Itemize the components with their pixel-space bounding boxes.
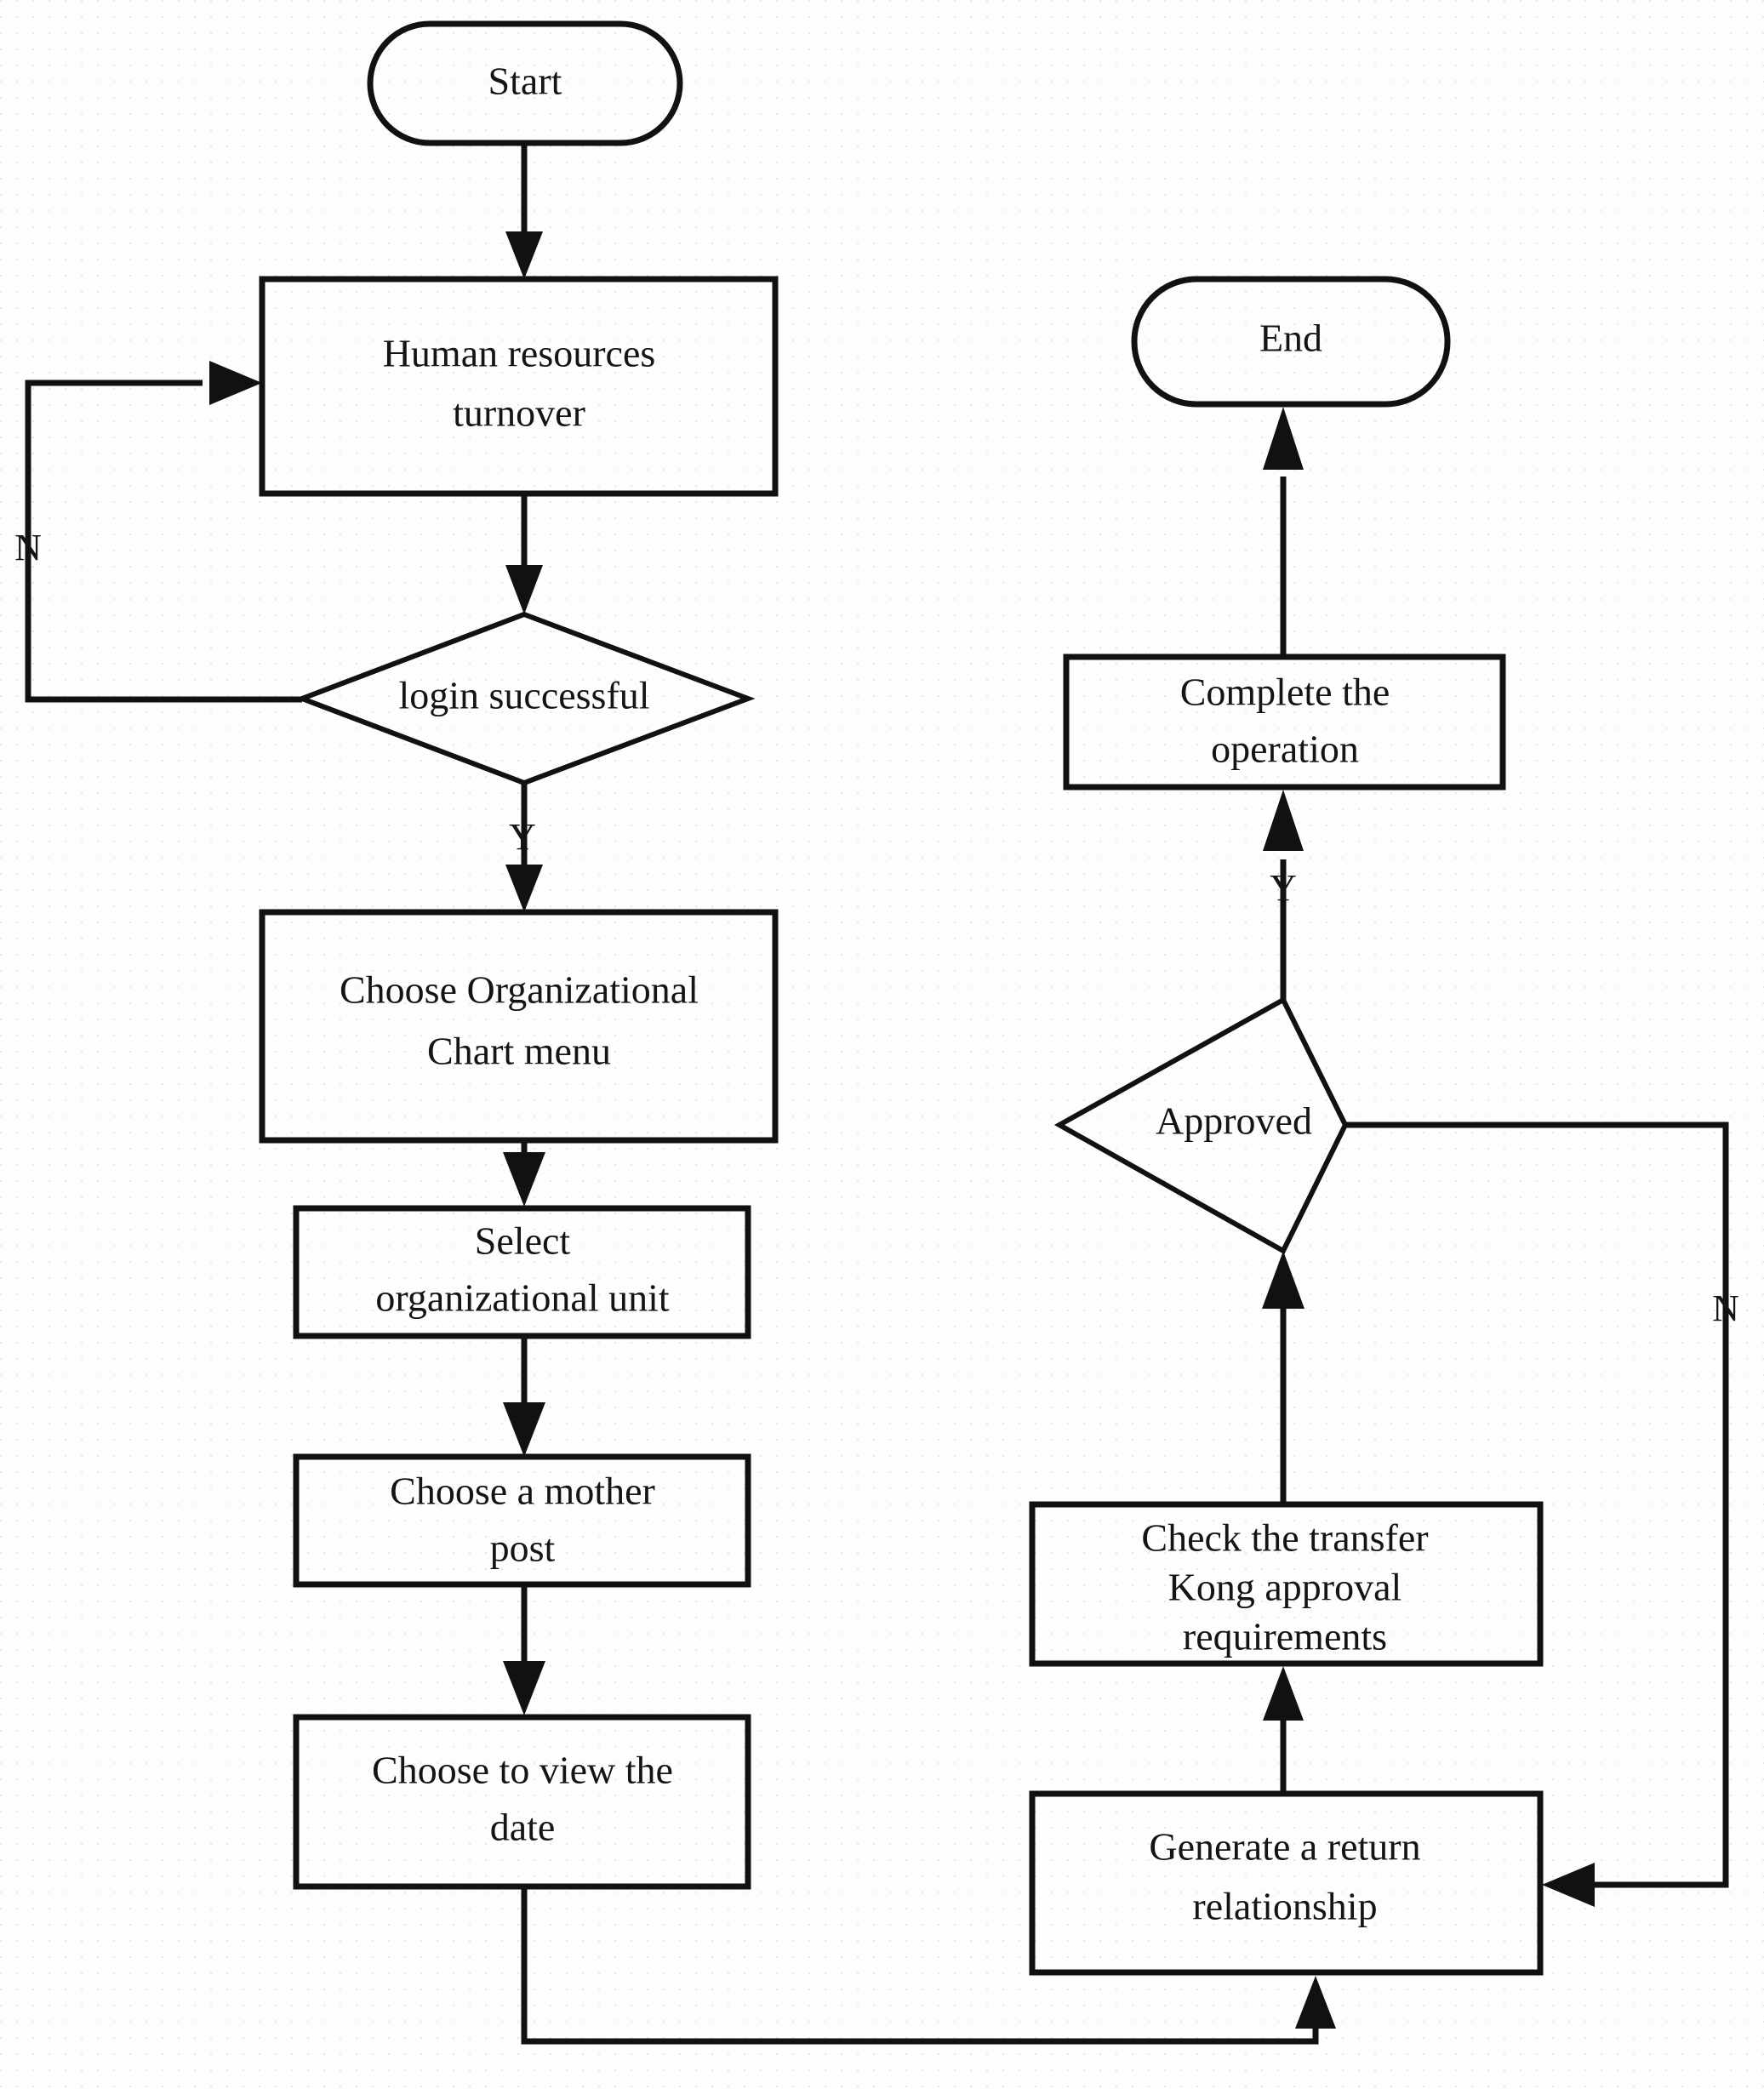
hr-turnover-label-line1: Human resources [383,332,656,375]
choose-view-date-label-line1: Choose to view the [372,1749,673,1792]
check-transfer-requirements-shape [1029,1501,1544,1667]
start-label: Start [488,60,562,103]
check-transfer-requirements-label-line2: Kong approval [1168,1566,1402,1609]
edge-label-login-no: N [14,527,42,568]
node-hr-turnover[interactable]: Human resources turnover [259,276,779,497]
approved-label: Approved [1156,1099,1312,1143]
choose-mother-post-label-line2: post [490,1527,556,1570]
hr-turnover-shape [259,276,779,497]
edge-generate-return-to-check-transfer [1263,1666,1304,1791]
choose-org-chart-menu-label-line1: Choose Organizational [340,968,699,1012]
edge-label-login-yes: Y [509,816,536,858]
node-choose-org-chart-menu[interactable]: Choose Organizational Chart menu [259,909,779,1144]
end-shape [1131,276,1451,408]
node-end[interactable]: End [1131,276,1451,408]
login-successful-label: login successful [398,674,649,717]
node-approved[interactable]: Approved [1053,996,1349,1255]
select-org-unit-label-line1: Select [475,1219,571,1263]
choose-org-chart-menu-shape [259,909,779,1144]
start-shape [367,20,683,146]
choose-org-chart-menu-label-line2: Chart menu [427,1030,611,1073]
edge-label-approved-yes: Y [1270,867,1297,909]
edge-mother-post-to-view-date [503,1583,545,1715]
choose-view-date-label-line2: date [490,1806,556,1849]
select-org-unit-label-line2: organizational unit [375,1276,670,1320]
edge-complete-operation-to-end [1263,407,1304,655]
node-generate-return-relationship[interactable]: Generate a return relationship [1029,1790,1544,1976]
select-org-unit-shape [293,1205,751,1339]
node-choose-mother-post[interactable]: Choose a mother post [293,1453,751,1588]
generate-return-relationship-shape [1029,1790,1544,1976]
edge-choose-org-chart-to-select-unit [503,1140,545,1207]
complete-operation-label-line1: Complete the [1180,671,1390,714]
login-successful-shape [294,611,756,786]
edge-check-transfer-to-approved [1262,1251,1304,1502]
choose-mother-post-shape [293,1453,751,1588]
edge-label-approved-no: N [1712,1287,1739,1329]
edge-approved-yes-to-complete-operation [1263,790,1304,1000]
generate-return-relationship-label-line2: relationship [1192,1885,1377,1928]
choose-view-date-shape [293,1714,751,1890]
end-label: End [1259,317,1322,360]
node-start[interactable]: Start [367,20,683,146]
node-login-successful[interactable]: login successful [294,611,756,786]
edge-approved-no-to-generate-return [1344,1122,1729,1907]
generate-return-relationship-label-line1: Generate a return [1149,1825,1420,1869]
check-transfer-requirements-label-line3: requirements [1183,1615,1387,1658]
edge-hr-turnover-to-login [505,494,543,614]
check-transfer-requirements-label-line1: Check the transfer [1141,1516,1428,1560]
node-choose-view-date[interactable]: Choose to view the date [293,1714,751,1890]
complete-operation-label-line2: operation [1211,728,1359,771]
edge-login-yes-to-choose-org-chart [505,783,543,912]
edge-view-date-to-generate-return [521,1885,1336,2045]
complete-operation-shape [1063,654,1506,791]
choose-mother-post-label-line1: Choose a mother [390,1470,655,1513]
node-select-org-unit[interactable]: Select organizational unit [293,1205,751,1339]
edge-select-unit-to-mother-post [503,1336,545,1457]
node-check-transfer-requirements[interactable]: Check the transfer Kong approval require… [1029,1501,1544,1667]
hr-turnover-label-line2: turnover [453,391,585,435]
edge-login-no-to-hr-turnover [25,361,302,703]
edge-start-to-hr-turnover [505,140,543,279]
node-complete-operation[interactable]: Complete the operation [1063,654,1506,791]
approved-shape [1053,996,1349,1255]
